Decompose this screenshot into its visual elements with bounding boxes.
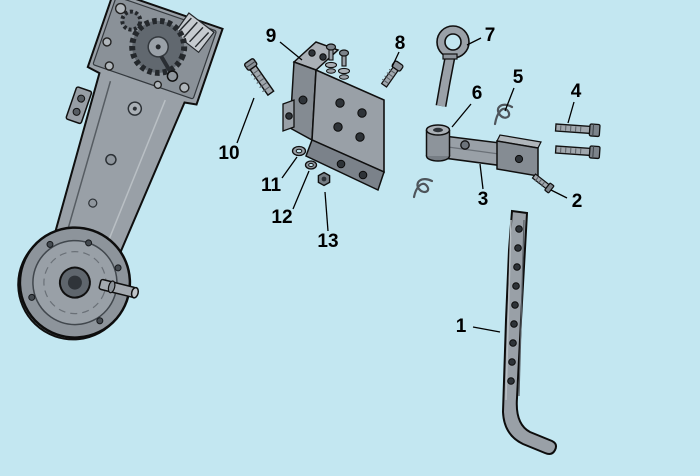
hex-bolt-8 bbox=[380, 60, 404, 88]
callout-1: 1 bbox=[456, 316, 467, 337]
eyebolt bbox=[435, 25, 470, 107]
flat-washer-b bbox=[337, 67, 351, 75]
lock-washer-a bbox=[326, 68, 336, 74]
housing-bolts bbox=[102, 2, 190, 93]
hex-bolt-4a bbox=[554, 123, 601, 138]
callout-3: 3 bbox=[478, 189, 489, 210]
pivot-tube-6 bbox=[425, 124, 451, 162]
hex-bolt-4b bbox=[554, 145, 601, 160]
body-pivot-center bbox=[132, 106, 137, 111]
callout-11: 11 bbox=[261, 175, 282, 196]
sector-gear bbox=[173, 12, 215, 54]
bracket-hole bbox=[319, 53, 327, 61]
body-hole-low bbox=[88, 198, 98, 208]
callout-9: 9 bbox=[266, 26, 277, 47]
flat-washer-a bbox=[324, 61, 338, 69]
gearcase bbox=[18, 226, 132, 339]
callout-4: 4 bbox=[571, 81, 582, 102]
mounting-bracket bbox=[282, 41, 385, 192]
body-ridge-left bbox=[67, 80, 112, 230]
shift-lever bbox=[159, 55, 179, 82]
hex-nut-13 bbox=[317, 171, 331, 187]
callout-7: 7 bbox=[485, 25, 496, 46]
bracket-hole bbox=[335, 98, 345, 108]
callout-8: 8 bbox=[395, 33, 406, 54]
callout-2: 2 bbox=[572, 191, 583, 212]
hex-bolt-2 bbox=[531, 173, 555, 194]
callout-12: 12 bbox=[271, 207, 292, 228]
carriage-bolt-b bbox=[338, 49, 350, 67]
bracket-hole bbox=[358, 170, 368, 180]
body-ridge-right bbox=[106, 99, 166, 244]
callout-5: 5 bbox=[513, 67, 524, 88]
hex-bolt-10 bbox=[244, 58, 275, 97]
body-hole-mid bbox=[105, 153, 117, 166]
hairpin-cotter-5 bbox=[493, 103, 514, 126]
bracket-hole bbox=[308, 49, 316, 57]
bracket-hole bbox=[357, 108, 367, 118]
hairpin-cotter-lower bbox=[412, 178, 434, 199]
lock-washer-12 bbox=[304, 160, 318, 170]
carriage-bolt-a bbox=[325, 43, 337, 61]
flat-washer-11 bbox=[291, 145, 307, 157]
leader-lines bbox=[236, 37, 575, 333]
bracket-hole bbox=[298, 95, 308, 105]
large-gear bbox=[129, 17, 188, 76]
bracket-hole bbox=[285, 112, 293, 120]
lock-washer-b bbox=[339, 74, 349, 80]
callout-10: 10 bbox=[218, 143, 239, 164]
stake-clamp-block-3 bbox=[496, 134, 542, 177]
bracket-hole bbox=[336, 159, 346, 169]
pinion-gear bbox=[120, 9, 143, 32]
output-shaft bbox=[98, 278, 140, 299]
depth-stake bbox=[501, 209, 557, 455]
bracket-hole bbox=[333, 122, 343, 132]
callout-6: 6 bbox=[472, 83, 483, 104]
bracket-hole bbox=[355, 132, 365, 142]
left-flange bbox=[65, 86, 93, 125]
callout-13: 13 bbox=[317, 231, 338, 252]
gear-housing bbox=[17, 0, 224, 341]
